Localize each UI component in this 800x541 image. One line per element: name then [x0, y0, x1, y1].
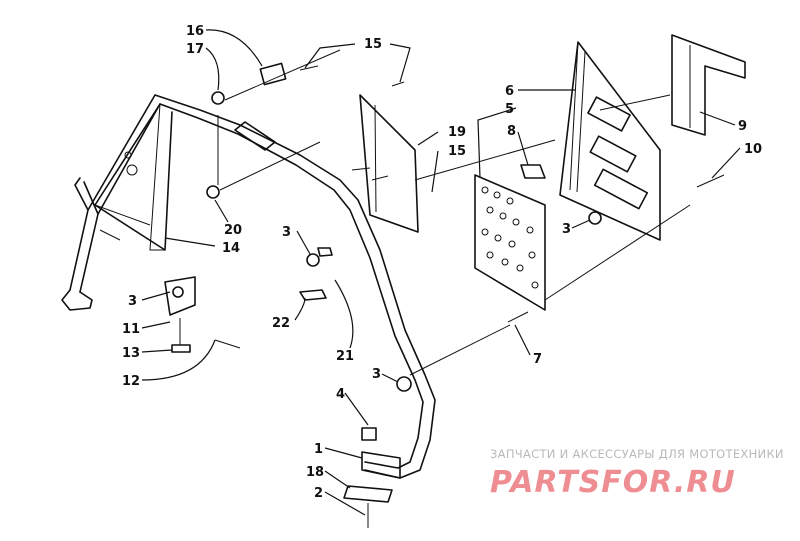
callout-4: 4	[336, 387, 345, 402]
callout-9: 9	[738, 119, 747, 134]
perforated-panel	[474, 174, 546, 311]
callout-10: 10	[744, 142, 762, 157]
watermark-logo: PARTSFOR.RU	[490, 465, 736, 500]
watermark: ЗАПЧАСТИ И АКСЕССУАРЫ ДЛЯ МОТОТЕХНИКИ PA…	[490, 447, 784, 500]
callout-15: 15	[364, 37, 382, 52]
callout-7: 7	[533, 352, 542, 367]
callout-19: 19	[448, 125, 466, 140]
callout-13: 13	[122, 346, 140, 361]
hardware	[164, 62, 725, 528]
callout-21: 21	[336, 349, 354, 364]
callout-11: 11	[122, 322, 140, 337]
callout-16: 16	[186, 24, 204, 39]
callouts: 16 17 15 15 19 20 14 3 3 3 3 11 13 12 22…	[122, 24, 762, 501]
callout-18: 18	[306, 465, 324, 480]
right-vent-panel	[559, 41, 661, 241]
callout-5: 5	[505, 102, 514, 117]
callout-20: 20	[224, 223, 242, 238]
callout-6: 6	[505, 84, 514, 99]
callout-8: 8	[507, 124, 516, 139]
callout-1: 1	[314, 442, 323, 457]
bumper-frame	[61, 94, 436, 479]
callout-2: 2	[314, 486, 323, 501]
callout-3: 3	[372, 367, 381, 382]
callout-3: 3	[562, 222, 571, 237]
callout-14: 14	[222, 241, 240, 256]
callout-3: 3	[282, 225, 291, 240]
callout-17: 17	[186, 42, 204, 57]
callout-3: 3	[128, 294, 137, 309]
callout-12: 12	[122, 374, 140, 389]
callout-22: 22	[272, 316, 290, 331]
watermark-tagline: ЗАПЧАСТИ И АКСЕССУАРЫ ДЛЯ МОТОТЕХНИКИ	[490, 447, 784, 461]
assembly-lines	[179, 49, 691, 376]
foam-block	[671, 34, 746, 136]
left-side-panel	[94, 103, 173, 251]
callout-15: 15	[448, 144, 466, 159]
leader-lines	[141, 29, 741, 516]
center-plate	[351, 94, 419, 233]
